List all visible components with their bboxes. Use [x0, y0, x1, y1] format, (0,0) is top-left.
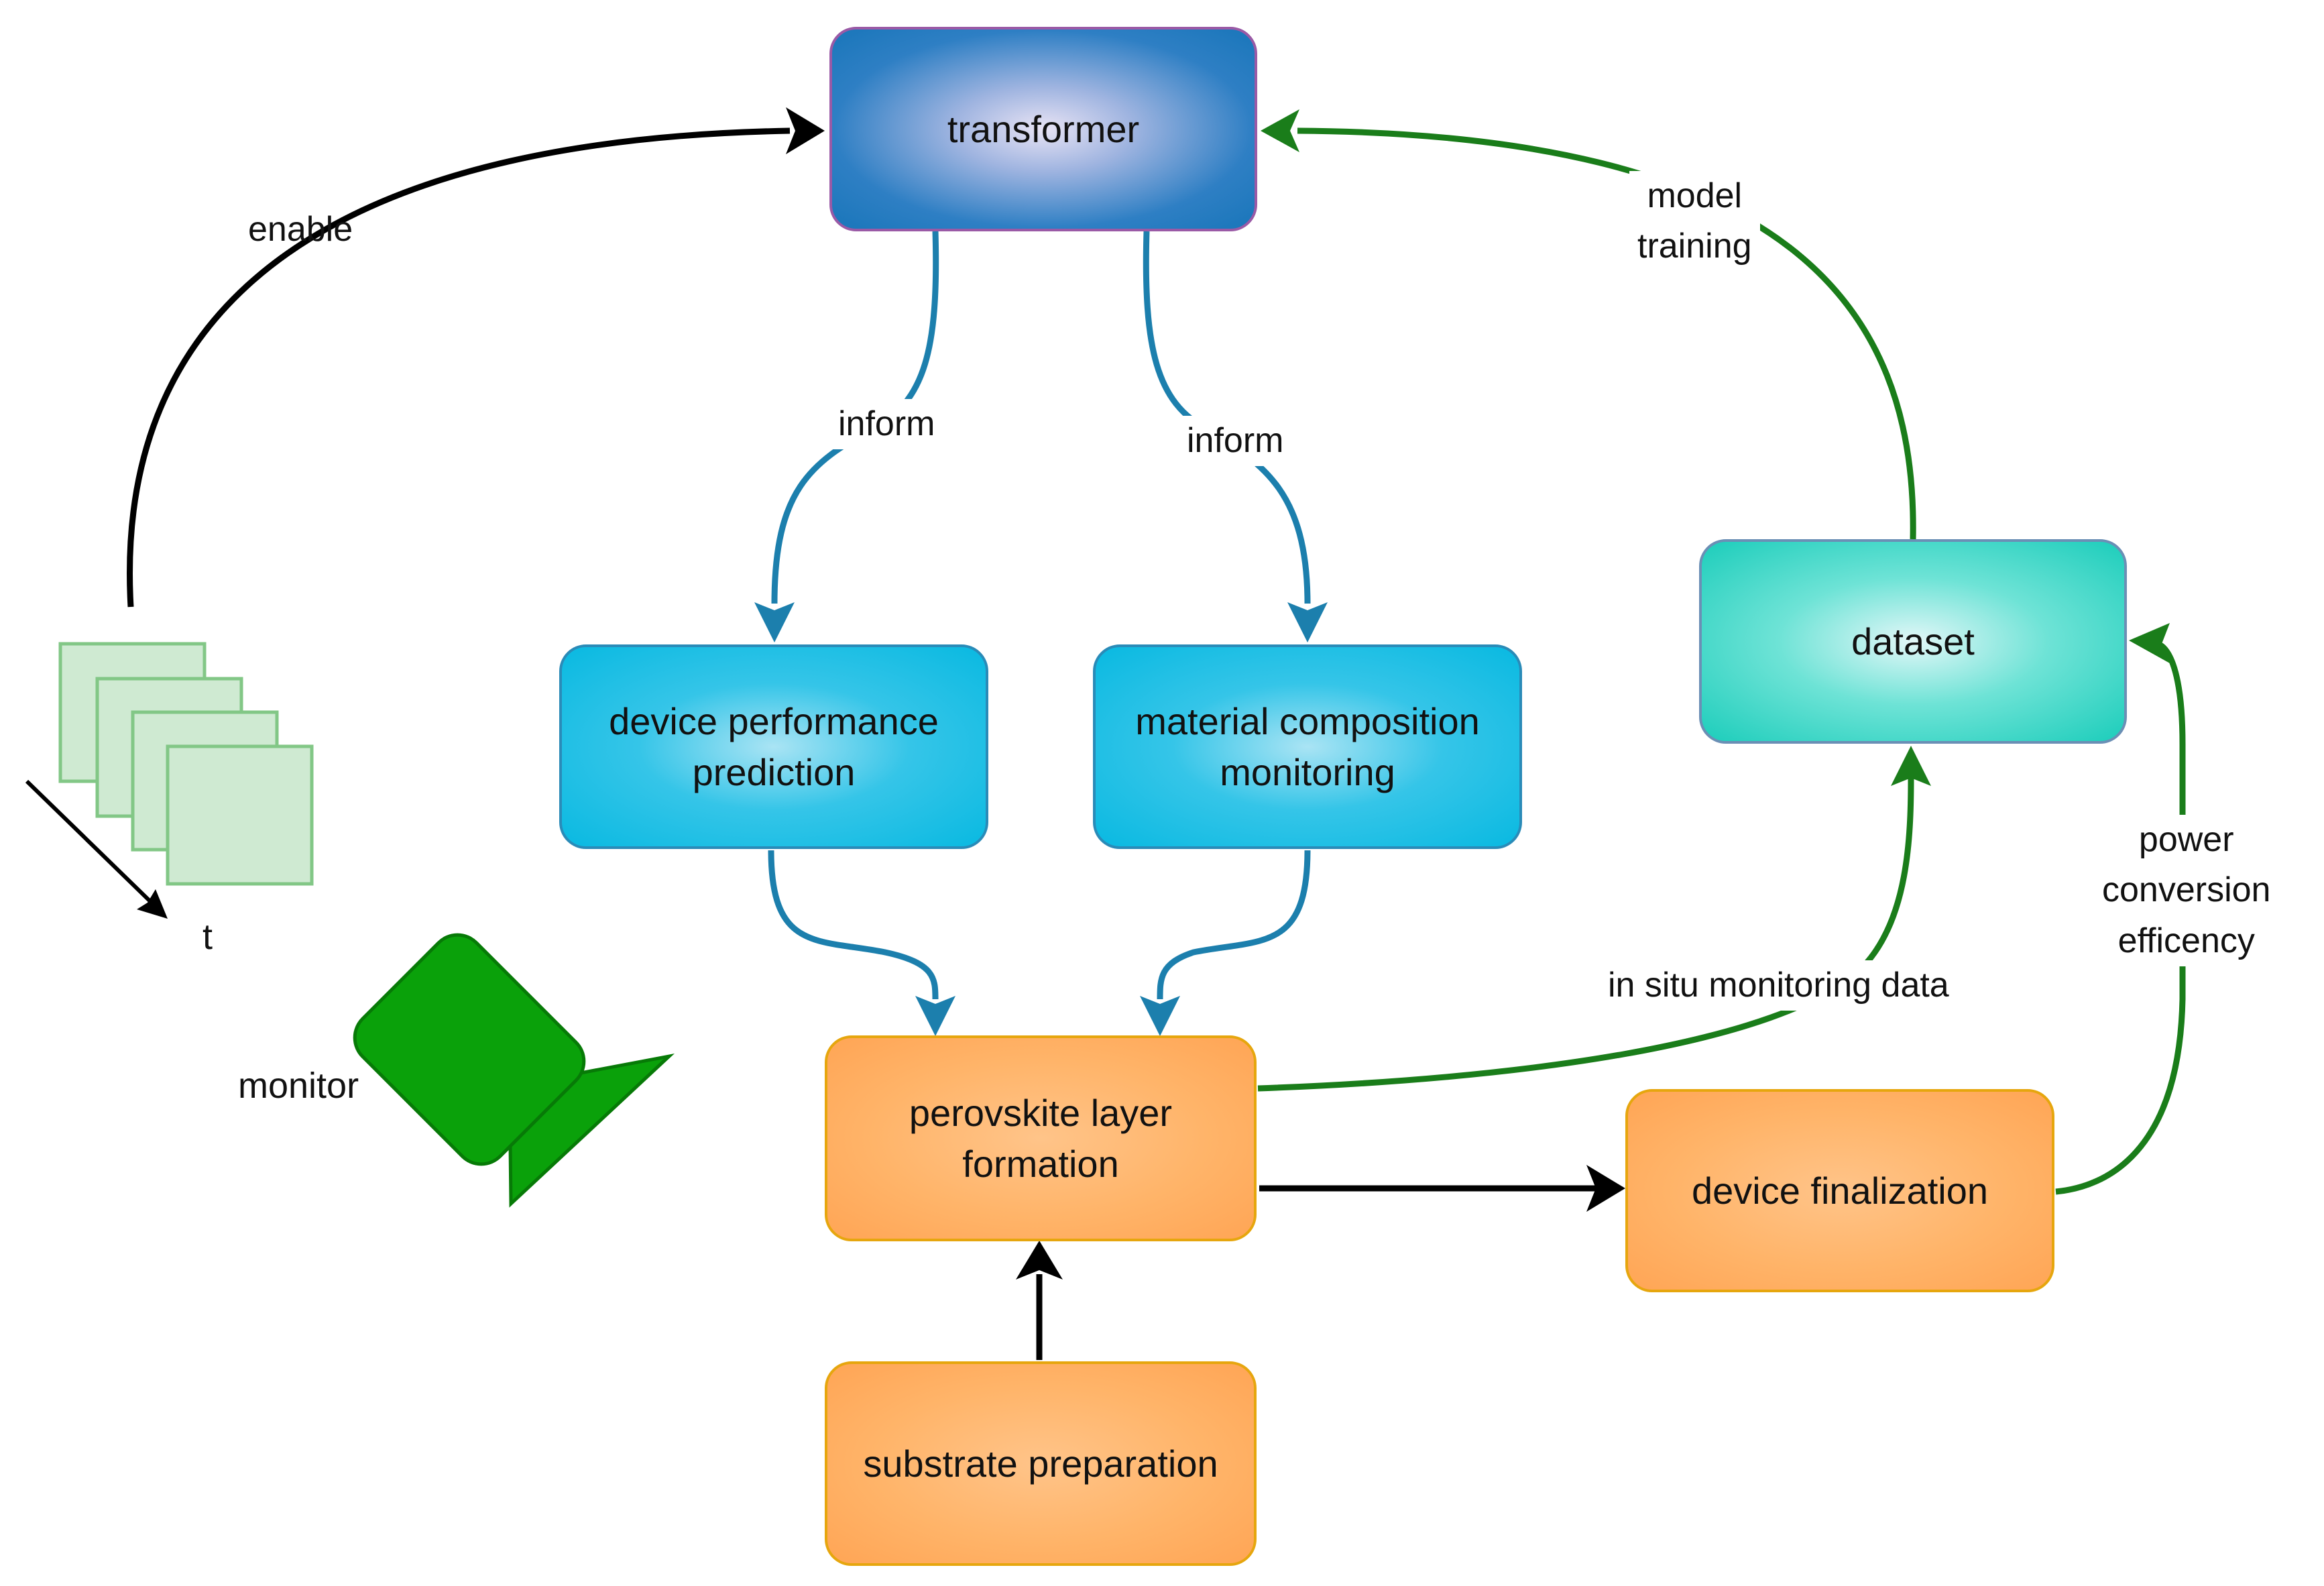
camera-icon [353, 933, 675, 1208]
node-material-composition-monitoring-label: material composition monitoring [1135, 699, 1480, 793]
node-substrate-preparation-label: substrate preparation [863, 1442, 1218, 1485]
arrowhead-in-situ-data [1891, 746, 1931, 786]
time-axis-label: t [202, 917, 213, 957]
stacked-frames-icon [58, 642, 314, 886]
blue-arrows [754, 231, 1328, 1036]
arrowhead-inform-right [1287, 602, 1328, 642]
edge-label-power-conversion-efficency: power conversion efficency [2095, 815, 2278, 967]
node-device-finalization-label: device finalization [1691, 1169, 1989, 1212]
node-dataset-label: dataset [1851, 620, 1975, 663]
edge-label-in-situ-monitoring-data: in situ monitoring data [1603, 960, 1955, 1011]
node-transformer-label: transformer [947, 107, 1140, 150]
edge-label-enable: enable [248, 210, 353, 249]
node-material-composition-monitoring: material composition monitoring [1093, 644, 1522, 849]
edge-matcomp-to-perov [1157, 850, 1311, 1000]
node-perovskite-layer-formation-label: perovskite layer formation [909, 1091, 1173, 1185]
node-device-performance-prediction: device performance prediction [559, 644, 988, 849]
edge-label-model-training-line1: model [1647, 176, 1743, 215]
arrowhead-enable [786, 107, 825, 154]
camera-body [353, 933, 586, 1166]
node-substrate-preparation: substrate preparation [825, 1361, 1257, 1566]
node-dataset: dataset [1699, 539, 2127, 744]
arrowhead-power-conversion [2129, 623, 2170, 663]
arrowhead-perov-to-final [1586, 1165, 1625, 1212]
edge-label-model-training-line2: training [1637, 227, 1752, 266]
edge-label-inform-left: inform [831, 399, 942, 450]
time-axis-arrow [25, 779, 153, 904]
frame-4 [166, 744, 314, 886]
node-transformer: transformer [829, 27, 1257, 231]
node-device-performance-prediction-label: device performance prediction [609, 699, 939, 793]
arrowhead-matcomp-to-perov [1140, 996, 1180, 1036]
arrowhead-devperf-to-perov [915, 996, 955, 1036]
edge-power-conversion [2055, 640, 2186, 1195]
edge-label-power-conversion-line1: power [2138, 820, 2234, 859]
black-arrows [25, 107, 1625, 1360]
edge-label-power-conversion-line2: conversion [2102, 870, 2271, 910]
edge-model-training [1297, 127, 1916, 540]
arrowhead-inform-left [754, 602, 795, 642]
arrowhead-time-axis [137, 889, 168, 919]
arrowhead-model-training [1261, 109, 1299, 152]
arrowhead-substrate-to-perov [1016, 1241, 1063, 1280]
node-perovskite-layer-formation: perovskite layer formation [825, 1035, 1257, 1241]
node-device-finalization: device finalization [1625, 1089, 2054, 1292]
edge-label-power-conversion-line3: efficency [2117, 921, 2255, 960]
edge-enable [127, 127, 791, 608]
edge-label-model-training: model training [1629, 171, 1760, 272]
monitor-label: monitor [238, 1066, 359, 1106]
edge-label-inform-right: inform [1180, 416, 1291, 467]
edge-devperf-to-perov [768, 850, 939, 1000]
green-arrows [1257, 109, 2186, 1195]
